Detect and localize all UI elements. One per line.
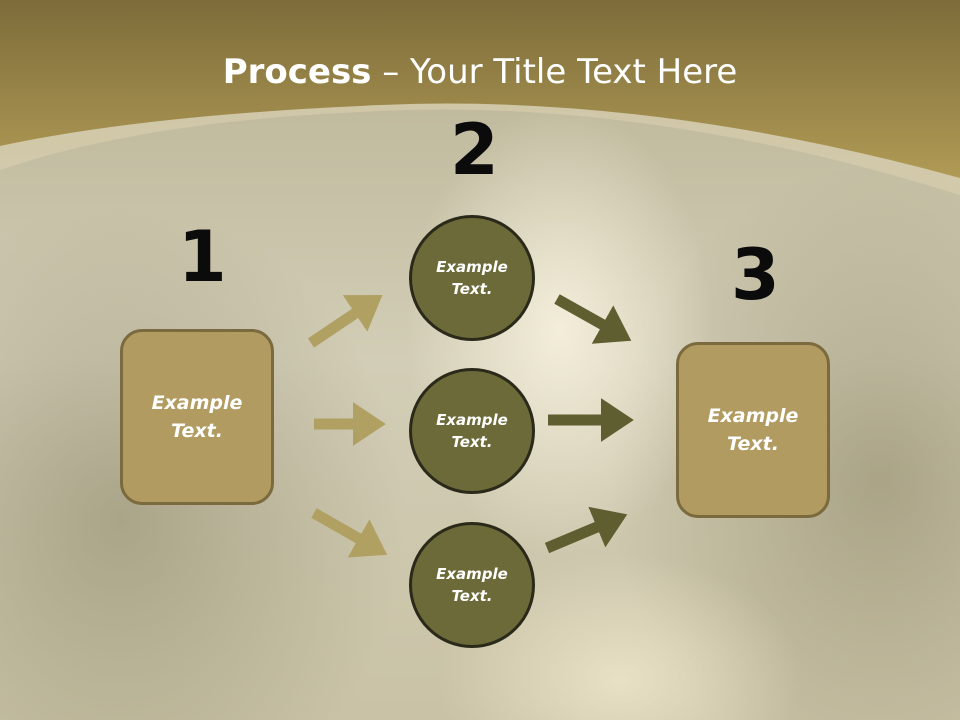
title-bold: Process xyxy=(222,52,372,92)
step-number-3: 3 xyxy=(731,234,780,316)
step-2-circle-top: Example Text. xyxy=(409,215,535,341)
step-2-circle-middle: Example Text. xyxy=(409,368,535,494)
step-number-2: 2 xyxy=(450,109,499,191)
step-3-label: Example Text. xyxy=(707,404,799,456)
step-3-box: Example Text. xyxy=(676,342,830,518)
arrow-top-to-right xyxy=(554,294,632,344)
step-2-circle-bottom: Example Text. xyxy=(409,522,535,648)
circle-bottom-label: Example Text. xyxy=(436,564,508,606)
page-title: Process – Your Title Text Here xyxy=(0,52,960,92)
step-1-box: Example Text. xyxy=(120,329,274,505)
arrow-left-to-top xyxy=(307,294,383,348)
title-rest: – Your Title Text Here xyxy=(371,52,738,92)
circle-middle-label: Example Text. xyxy=(436,410,508,452)
header-band xyxy=(0,0,960,195)
step-number-1: 1 xyxy=(178,216,227,298)
step-1-label: Example Text. xyxy=(151,391,243,443)
circle-top-label: Example Text. xyxy=(436,257,508,299)
arrow-left-to-bottom xyxy=(311,508,388,558)
arrow-bottom-to-right xyxy=(544,506,628,554)
